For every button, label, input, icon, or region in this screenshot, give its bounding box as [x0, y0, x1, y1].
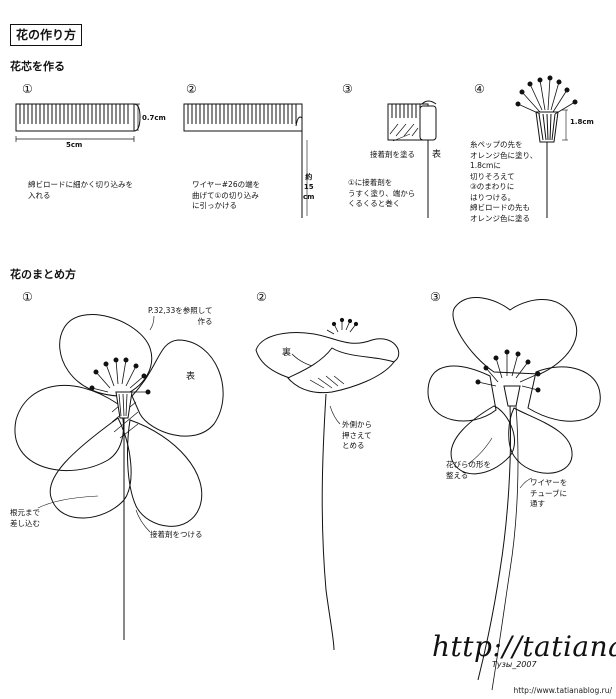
label-tube: ワイヤーを チューブに 通す: [530, 478, 567, 510]
dimension-length: 約 15 cm: [303, 172, 314, 202]
label-glue: 接着剤をつける: [150, 530, 203, 541]
label-back: 裏: [282, 348, 291, 359]
dimension-stamen: 1.8cm: [570, 118, 594, 126]
site-url: http://www.tatianablog.ru/: [513, 686, 612, 695]
step-number: ①: [22, 290, 33, 304]
velvet-strip-illustration: [16, 104, 140, 142]
dimension-height: 0.7cm: [142, 114, 166, 122]
step-number: ①: [22, 82, 33, 96]
label-front: 表: [432, 150, 441, 161]
page-title: 花の作り方: [10, 24, 82, 46]
reference-note: P.32,33を参照して 作る: [148, 306, 212, 327]
label-front: 表: [186, 372, 195, 383]
signature: Тузы_2007: [492, 660, 537, 669]
step-number: ③: [430, 290, 441, 304]
step-note: 綿ビロードに細かく切り込みを 入れる: [28, 180, 133, 201]
label-shape: 花びらの形を 整える: [446, 460, 491, 481]
step-note: ワイヤー#26の端を 曲げて①の切り込み に引っかける: [192, 180, 260, 212]
step-note: ①に接着剤を うすく塗り、端から くるくると巻く: [348, 178, 415, 210]
petal-top-right: [132, 340, 223, 436]
petal-bottom-left: [50, 418, 131, 518]
dimension-width: 5cm: [66, 141, 82, 149]
label-glue: 接着剤を塗る: [370, 150, 415, 161]
step-number: ④: [474, 82, 485, 96]
step-note: 糸ペップの先を オレンジ色に塗り、 1.8cmに 切りそろえて ③のまわりに は…: [470, 140, 537, 224]
label-press: 外側から 押さえて とめる: [342, 420, 372, 452]
step-number: ②: [186, 82, 197, 96]
flower-side-illustration: [256, 318, 399, 650]
step-number: ③: [342, 82, 353, 96]
label-insert: 根元まで 差し込む: [10, 508, 40, 529]
watermark-text: http://tatianab: [432, 630, 616, 663]
flower-front-illustration: [15, 315, 223, 640]
section-core-title: 花芯を作る: [10, 58, 65, 74]
petal-top-left: [60, 315, 152, 396]
section-assembly-title: 花のまとめ方: [10, 266, 76, 282]
step-number: ②: [256, 290, 267, 304]
